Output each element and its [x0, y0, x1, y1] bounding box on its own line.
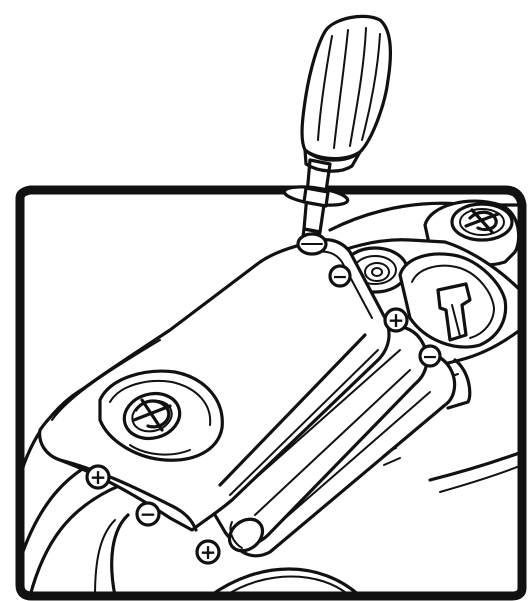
svg-text:−: −: [332, 266, 348, 288]
polarity-minus-3: −: [420, 346, 440, 368]
svg-text:+: +: [200, 540, 217, 564]
svg-text:−: −: [140, 502, 157, 526]
svg-text:+: +: [90, 465, 107, 489]
polarity-minus-2: −: [330, 266, 350, 288]
polarity-plus-3: +: [385, 308, 407, 332]
svg-text:+: +: [388, 308, 405, 332]
polarity-plus-2: +: [197, 540, 219, 564]
frame-contents: [20, 201, 522, 596]
polarity-plus-1: +: [87, 465, 109, 489]
cover-screw: [298, 234, 326, 254]
polarity-minus-1: −: [137, 502, 159, 526]
svg-text:−: −: [422, 346, 438, 368]
